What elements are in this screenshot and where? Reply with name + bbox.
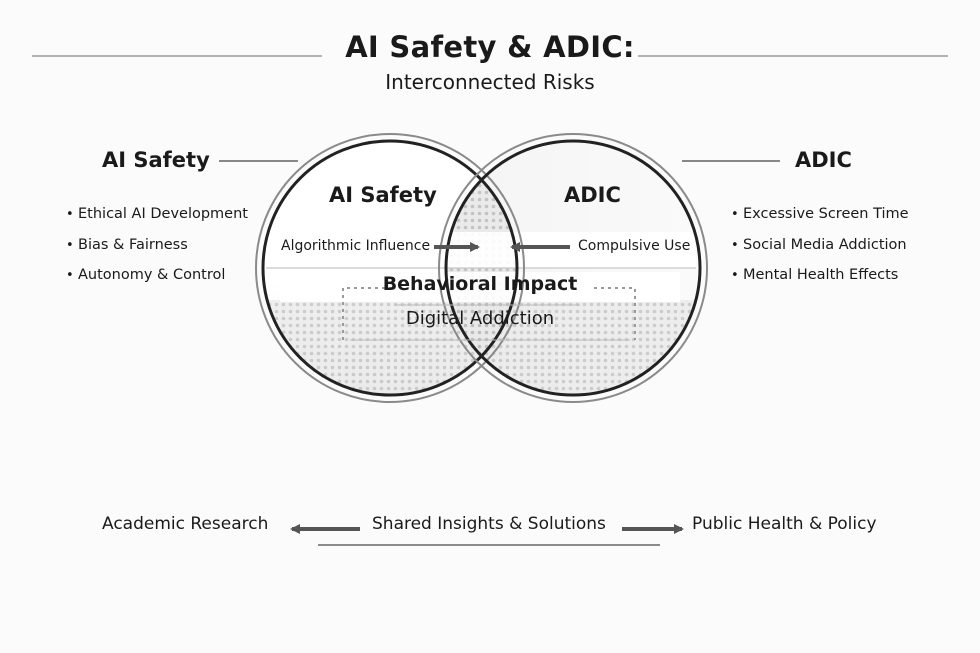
list-item: Excessive Screen Time [731,204,909,235]
right-panel-list: Excessive Screen Time Social Media Addic… [731,204,909,296]
center-band [280,272,680,302]
right-panel-heading: ADIC [795,148,852,172]
left-panel-heading: AI Safety [102,148,210,172]
list-item: Autonomy & Control [66,265,248,296]
list-item: Bias & Fairness [66,235,248,266]
bottom-right-label: Public Health & Policy [692,514,877,534]
venn-left-label: AI Safety [329,183,437,207]
right-circle [444,139,702,397]
left-circle [261,139,519,397]
flow-band [266,232,696,268]
page-title: AI Safety & ADIC: [345,30,635,64]
dotted-bracket [342,287,636,340]
overlap-title: Behavioral Impact [382,273,578,295]
right-circle-outer [438,133,708,403]
venn-right-label: ADIC [564,183,621,207]
bottom-center-label: Shared Insights & Solutions [372,514,606,534]
right-flow-label: Compulsive Use [578,238,691,254]
left-flow-label: Algorithmic Influence [281,238,431,254]
list-item: Ethical AI Development [66,204,248,235]
bottom-left-label: Academic Research [102,514,269,534]
list-item: Social Media Addiction [731,235,909,266]
list-item: Mental Health Effects [731,265,909,296]
left-panel-list: Ethical AI Development Bias & Fairness A… [66,204,248,296]
page-subtitle: Interconnected Risks [385,70,595,94]
left-circle-outer [255,133,525,403]
overlap-subtitle: Digital Addiction [405,308,555,329]
